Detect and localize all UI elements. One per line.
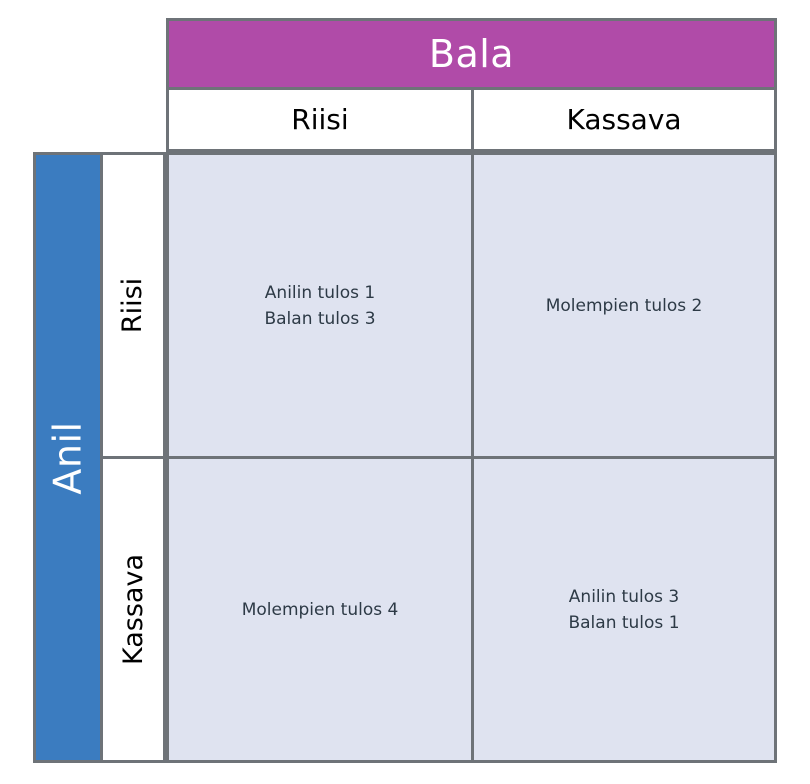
payoff-line: Balan tulos 1 [568, 612, 680, 633]
column-header-label: Riisi [291, 102, 349, 136]
column-player-banner: Bala [166, 18, 777, 90]
payoff-cell-riisi-kassava: Molempien tulos 2 [471, 152, 777, 459]
payoff-line: Anilin tulos 1 [264, 282, 376, 303]
payoff-cell-kassava-kassava: Anilin tulos 3 Balan tulos 1 [471, 456, 777, 763]
payoff-line: Anilin tulos 3 [568, 586, 680, 607]
row-player-label: Anil [46, 420, 91, 495]
payoff-line: Molempien tulos 2 [545, 295, 703, 316]
payoff-cell-kassava-riisi: Molempien tulos 4 [166, 456, 474, 763]
column-header-label: Kassava [566, 102, 682, 136]
row-header-label: Riisi [117, 277, 149, 334]
column-header-kassava: Kassava [471, 90, 777, 152]
payoff-cell-riisi-riisi: Anilin tulos 1 Balan tulos 3 [166, 152, 474, 459]
row-header-kassava: Kassava [103, 456, 166, 763]
payoff-line: Balan tulos 3 [264, 308, 376, 329]
column-header-riisi: Riisi [166, 90, 474, 152]
row-header-riisi: Riisi [103, 152, 166, 459]
row-header-label: Kassava [117, 554, 149, 665]
row-player-banner: Anil [33, 152, 103, 763]
column-player-label: Bala [428, 32, 515, 76]
payoff-line: Molempien tulos 4 [241, 599, 399, 620]
